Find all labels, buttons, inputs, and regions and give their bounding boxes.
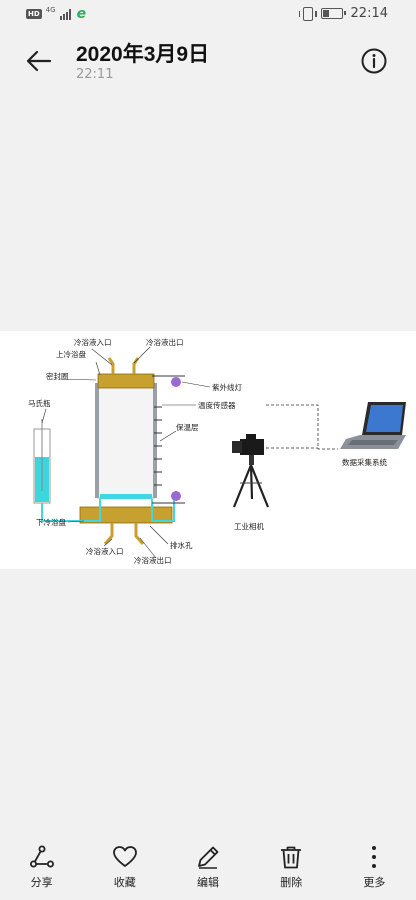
battery-icon (320, 8, 346, 19)
experiment-diagram: 冷浴液入口 冷浴液出口 上冷浴盘 密封圈 马氏瓶 紫外线灯 温度传感器 保温层 … (28, 337, 406, 565)
laptop (340, 402, 406, 449)
label-seal-ring: 密封圈 (46, 371, 69, 381)
water-layer (100, 494, 152, 499)
label-upper-plate: 上冷浴盘 (56, 349, 86, 359)
more-label: 更多 (363, 876, 386, 889)
label-uv-lamp: 紫外线灯 (212, 382, 242, 392)
uv-lamp-top (171, 377, 181, 387)
photo-viewer[interactable]: 冷浴液入口 冷浴液出口 上冷浴盘 密封圈 马氏瓶 紫外线灯 温度传感器 保温层 … (0, 331, 416, 569)
label-insulation: 保温层 (176, 423, 199, 432)
signal-icon (59, 8, 71, 20)
favorite-label: 收藏 (113, 876, 136, 889)
heart-icon (112, 846, 137, 867)
browser-e-icon: e (76, 6, 87, 22)
status-right: 22:14 (298, 6, 388, 21)
soil-column (97, 382, 155, 499)
label-lower-plate: 下冷浴盘 (36, 517, 66, 527)
column-wall-left (95, 383, 99, 498)
status-bar: HD 4G e 22:14 (0, 0, 416, 30)
upper-cold-plate (97, 373, 155, 389)
more-button[interactable]: 更多 (333, 838, 416, 900)
lower-pipes (103, 523, 145, 545)
label-cold-inlet-bottom: 冷浴液入口 (86, 546, 124, 556)
label-cold-outlet-bottom: 冷浴液出口 (134, 555, 172, 565)
label-camera: 工业相机 (234, 521, 264, 531)
header: 2020年3月9日 22:11 (0, 30, 416, 90)
status-time: 22:14 (350, 6, 388, 21)
favorite-button[interactable]: 收藏 (83, 838, 166, 900)
hd-badge: HD (26, 9, 42, 19)
industrial-camera (232, 434, 270, 508)
status-left: HD 4G e (26, 6, 87, 22)
water-tube (41, 499, 175, 522)
info-icon[interactable] (360, 47, 388, 75)
column-wall-right (153, 383, 157, 498)
upper-pipes (107, 357, 140, 374)
label-cold-inlet-top: 冷浴液入口 (74, 337, 112, 347)
vibrate-icon (298, 6, 317, 21)
label-drain: 排水孔 (170, 540, 193, 550)
uv-lamp-bottom (171, 491, 181, 501)
label-temp-sensor: 温度传感器 (198, 400, 236, 410)
share-icon (29, 845, 54, 868)
more-icon (372, 846, 377, 868)
back-arrow-icon[interactable] (24, 46, 54, 76)
label-mariotte: 马氏瓶 (28, 398, 51, 408)
share-label: 分享 (30, 876, 53, 889)
pencil-icon (198, 846, 219, 869)
delete-button[interactable]: 删除 (250, 838, 333, 900)
page-subtitle: 22:11 (76, 67, 114, 82)
edit-button[interactable]: 编辑 (166, 838, 249, 900)
lower-cold-plate (79, 506, 173, 524)
edit-label: 编辑 (197, 876, 219, 889)
label-cold-outlet-top: 冷浴液出口 (146, 337, 184, 347)
label-daq: 数据采集系统 (342, 457, 387, 467)
delete-label: 删除 (280, 876, 303, 889)
share-button[interactable]: 分享 (0, 838, 83, 900)
trash-icon (281, 846, 302, 869)
network-type: 4G (45, 6, 56, 14)
data-link (266, 404, 338, 450)
bottom-action-bar: 分享 收藏 编辑 删除 更多 (0, 838, 416, 900)
page-title: 2020年3月9日 (76, 43, 210, 66)
sensor-ticks (154, 406, 162, 486)
